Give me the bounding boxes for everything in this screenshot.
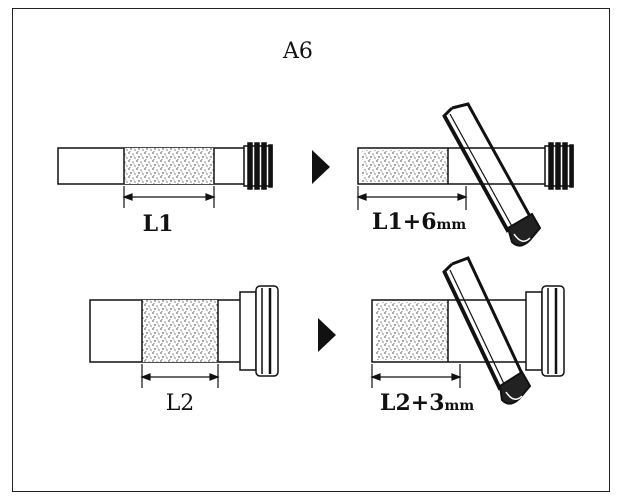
row1-after-pipe [357, 142, 574, 190]
right-arrow-icon [312, 150, 330, 184]
flanged-end-fitting [239, 285, 279, 377]
row2-after-dimension [370, 364, 462, 388]
row1-after-label: L1+6mm [372, 209, 466, 235]
flanged-end-fitting [525, 285, 565, 377]
figure-title: A6 [282, 39, 313, 64]
right-arrow-icon [318, 318, 336, 352]
diagram-frame [12, 8, 610, 492]
row1-before-dimension [122, 186, 216, 208]
row1-before-pipe [57, 142, 273, 190]
row1-after-dimension [356, 186, 468, 210]
row1-before-label: L1 [143, 211, 174, 237]
row2-before-label: L2 [166, 391, 195, 416]
hacksaw-icon [442, 256, 532, 405]
row2-before-pipe [89, 285, 279, 377]
threaded-end-fitting [544, 142, 574, 190]
hacksaw-icon [442, 102, 542, 247]
row2-after-pipe [371, 285, 565, 377]
threaded-end-fitting [243, 142, 273, 190]
row2-before-dimension [140, 364, 220, 388]
row2-after-label: L2+3mm [380, 390, 474, 416]
